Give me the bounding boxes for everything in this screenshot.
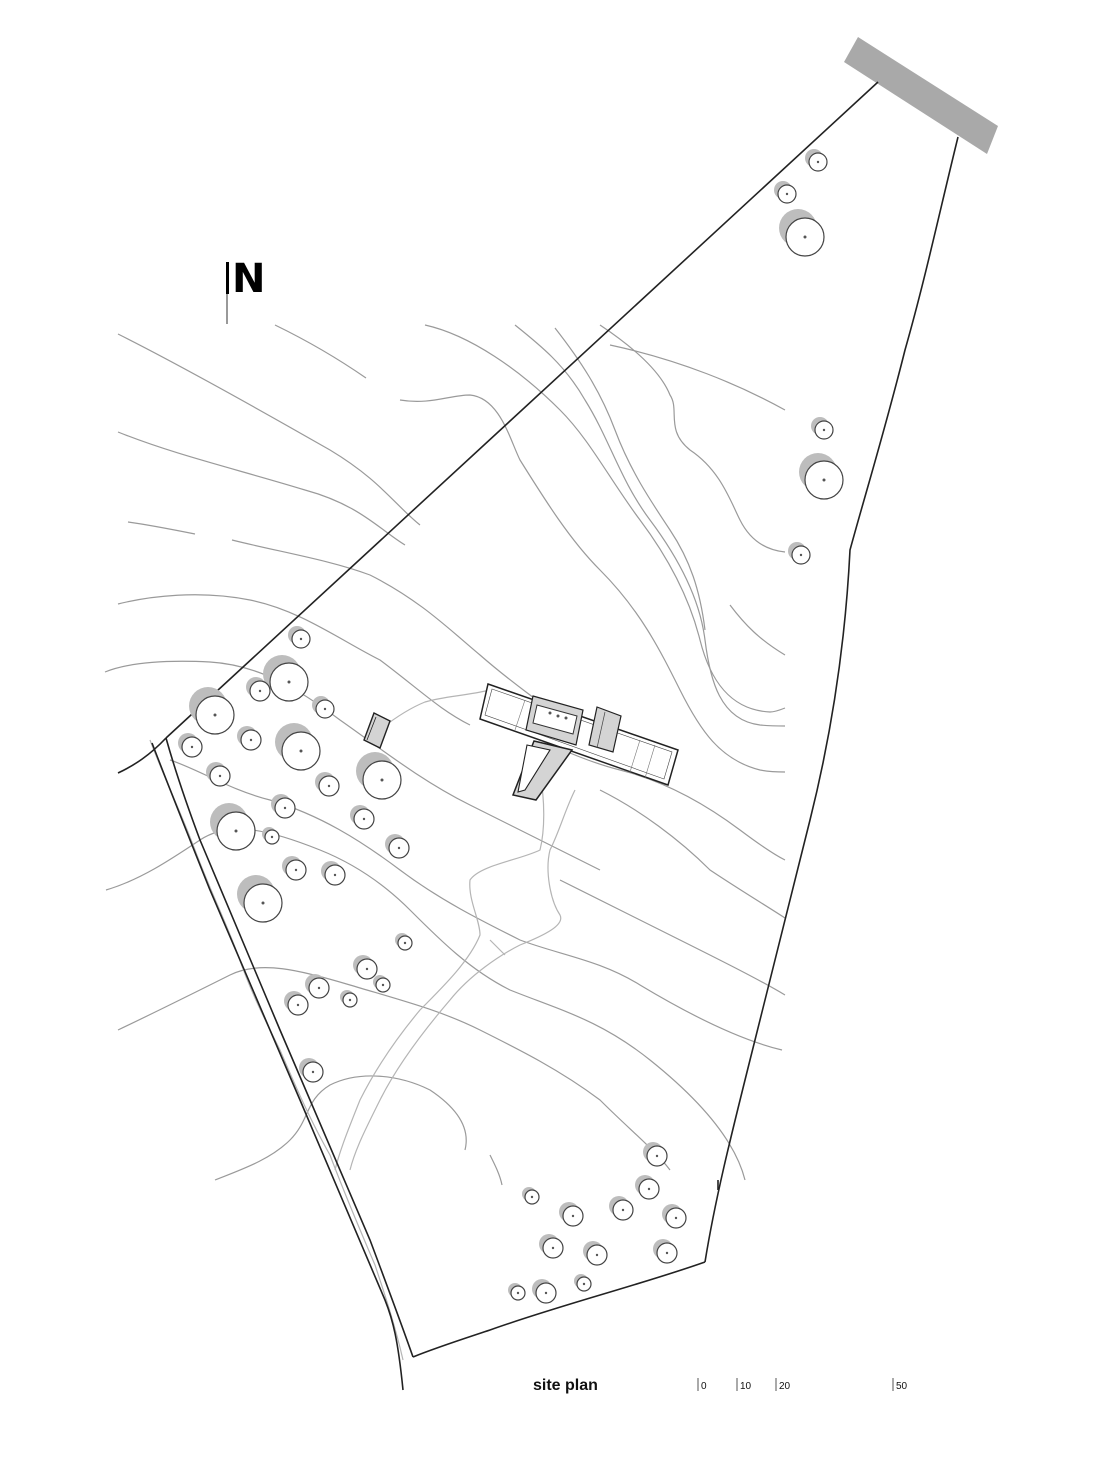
tree — [282, 856, 307, 881]
contour-line — [117, 594, 471, 726]
house-main-wing — [479, 683, 679, 786]
tree — [811, 417, 834, 440]
scale-bar: 0 10 20 50 — [697, 1378, 908, 1392]
tree — [635, 1175, 660, 1200]
contour-line — [214, 1075, 467, 1181]
scale-tick-label: 0 — [701, 1381, 707, 1392]
house-chimney-block — [588, 706, 622, 753]
tree — [385, 834, 410, 859]
contour-line — [554, 327, 706, 631]
north-label: N — [232, 256, 265, 302]
contour-line — [169, 759, 783, 1051]
tree — [305, 974, 330, 999]
contour-line — [424, 324, 786, 713]
tree — [206, 762, 231, 787]
tree — [643, 1142, 668, 1167]
contour-line — [514, 324, 786, 727]
tree — [779, 209, 825, 257]
contour-line — [609, 344, 786, 411]
tree — [356, 752, 402, 800]
access-road — [844, 37, 998, 154]
tree — [275, 723, 321, 771]
tree — [805, 149, 828, 172]
tree — [574, 1274, 592, 1292]
tree — [262, 827, 280, 845]
tree — [774, 181, 797, 204]
contour-line — [117, 431, 406, 546]
driveway-path — [334, 774, 545, 1171]
driveway-path — [489, 939, 506, 956]
tree — [321, 861, 346, 886]
tree — [237, 726, 262, 751]
trees — [178, 149, 844, 1304]
scale-tick-label: 50 — [896, 1381, 908, 1392]
outbuilding — [363, 712, 391, 749]
footpaths — [149, 689, 576, 1361]
boundary-line — [151, 742, 404, 1391]
tree — [315, 772, 340, 797]
tree — [583, 1241, 608, 1266]
tree — [237, 875, 283, 923]
drawing-title: site plan — [533, 1377, 598, 1394]
contour-lines — [104, 324, 786, 1186]
tree — [350, 805, 375, 830]
boundary-line — [117, 737, 167, 774]
tree — [559, 1202, 584, 1227]
scale-tick-label: 10 — [740, 1381, 752, 1392]
contour-line — [559, 879, 786, 996]
tree — [271, 794, 296, 819]
contour-line — [599, 324, 786, 553]
scale-tick-label: 20 — [779, 1381, 791, 1392]
tree — [299, 1058, 324, 1083]
contour-line — [231, 539, 561, 721]
contour-line — [599, 789, 786, 919]
tree — [189, 687, 235, 735]
contour-line — [274, 324, 367, 379]
contour-line — [117, 966, 671, 1171]
tree — [284, 991, 309, 1016]
tree — [340, 990, 358, 1008]
contour-line — [127, 521, 196, 535]
contour-line — [729, 604, 786, 656]
tree — [288, 626, 311, 649]
tree — [246, 677, 271, 702]
tree — [210, 803, 256, 851]
north-arrow: N — [226, 256, 265, 324]
tree — [788, 542, 811, 565]
boundary-line — [412, 1261, 706, 1358]
boundary-line — [704, 136, 959, 1263]
tree — [522, 1187, 540, 1205]
driveway-path — [349, 789, 576, 1171]
tree — [539, 1234, 564, 1259]
tree — [263, 655, 309, 702]
tree — [609, 1196, 634, 1221]
tree — [395, 933, 413, 951]
tree — [178, 733, 203, 758]
tree — [532, 1279, 557, 1304]
boundary-line — [165, 737, 414, 1358]
entrance-path — [381, 689, 491, 729]
boundary-offset-path — [149, 739, 404, 1361]
boundary-line — [165, 81, 879, 739]
contour-line — [399, 394, 786, 773]
tree — [312, 696, 335, 719]
tree — [653, 1239, 678, 1264]
property-boundary — [117, 81, 959, 1391]
contour-line — [117, 333, 421, 526]
tree — [508, 1283, 526, 1301]
main-house — [479, 683, 679, 801]
tree — [373, 975, 391, 993]
contour-line — [489, 1154, 503, 1186]
tree — [799, 453, 844, 500]
contour-line — [104, 660, 601, 871]
tree — [662, 1204, 687, 1229]
tree — [353, 955, 378, 980]
